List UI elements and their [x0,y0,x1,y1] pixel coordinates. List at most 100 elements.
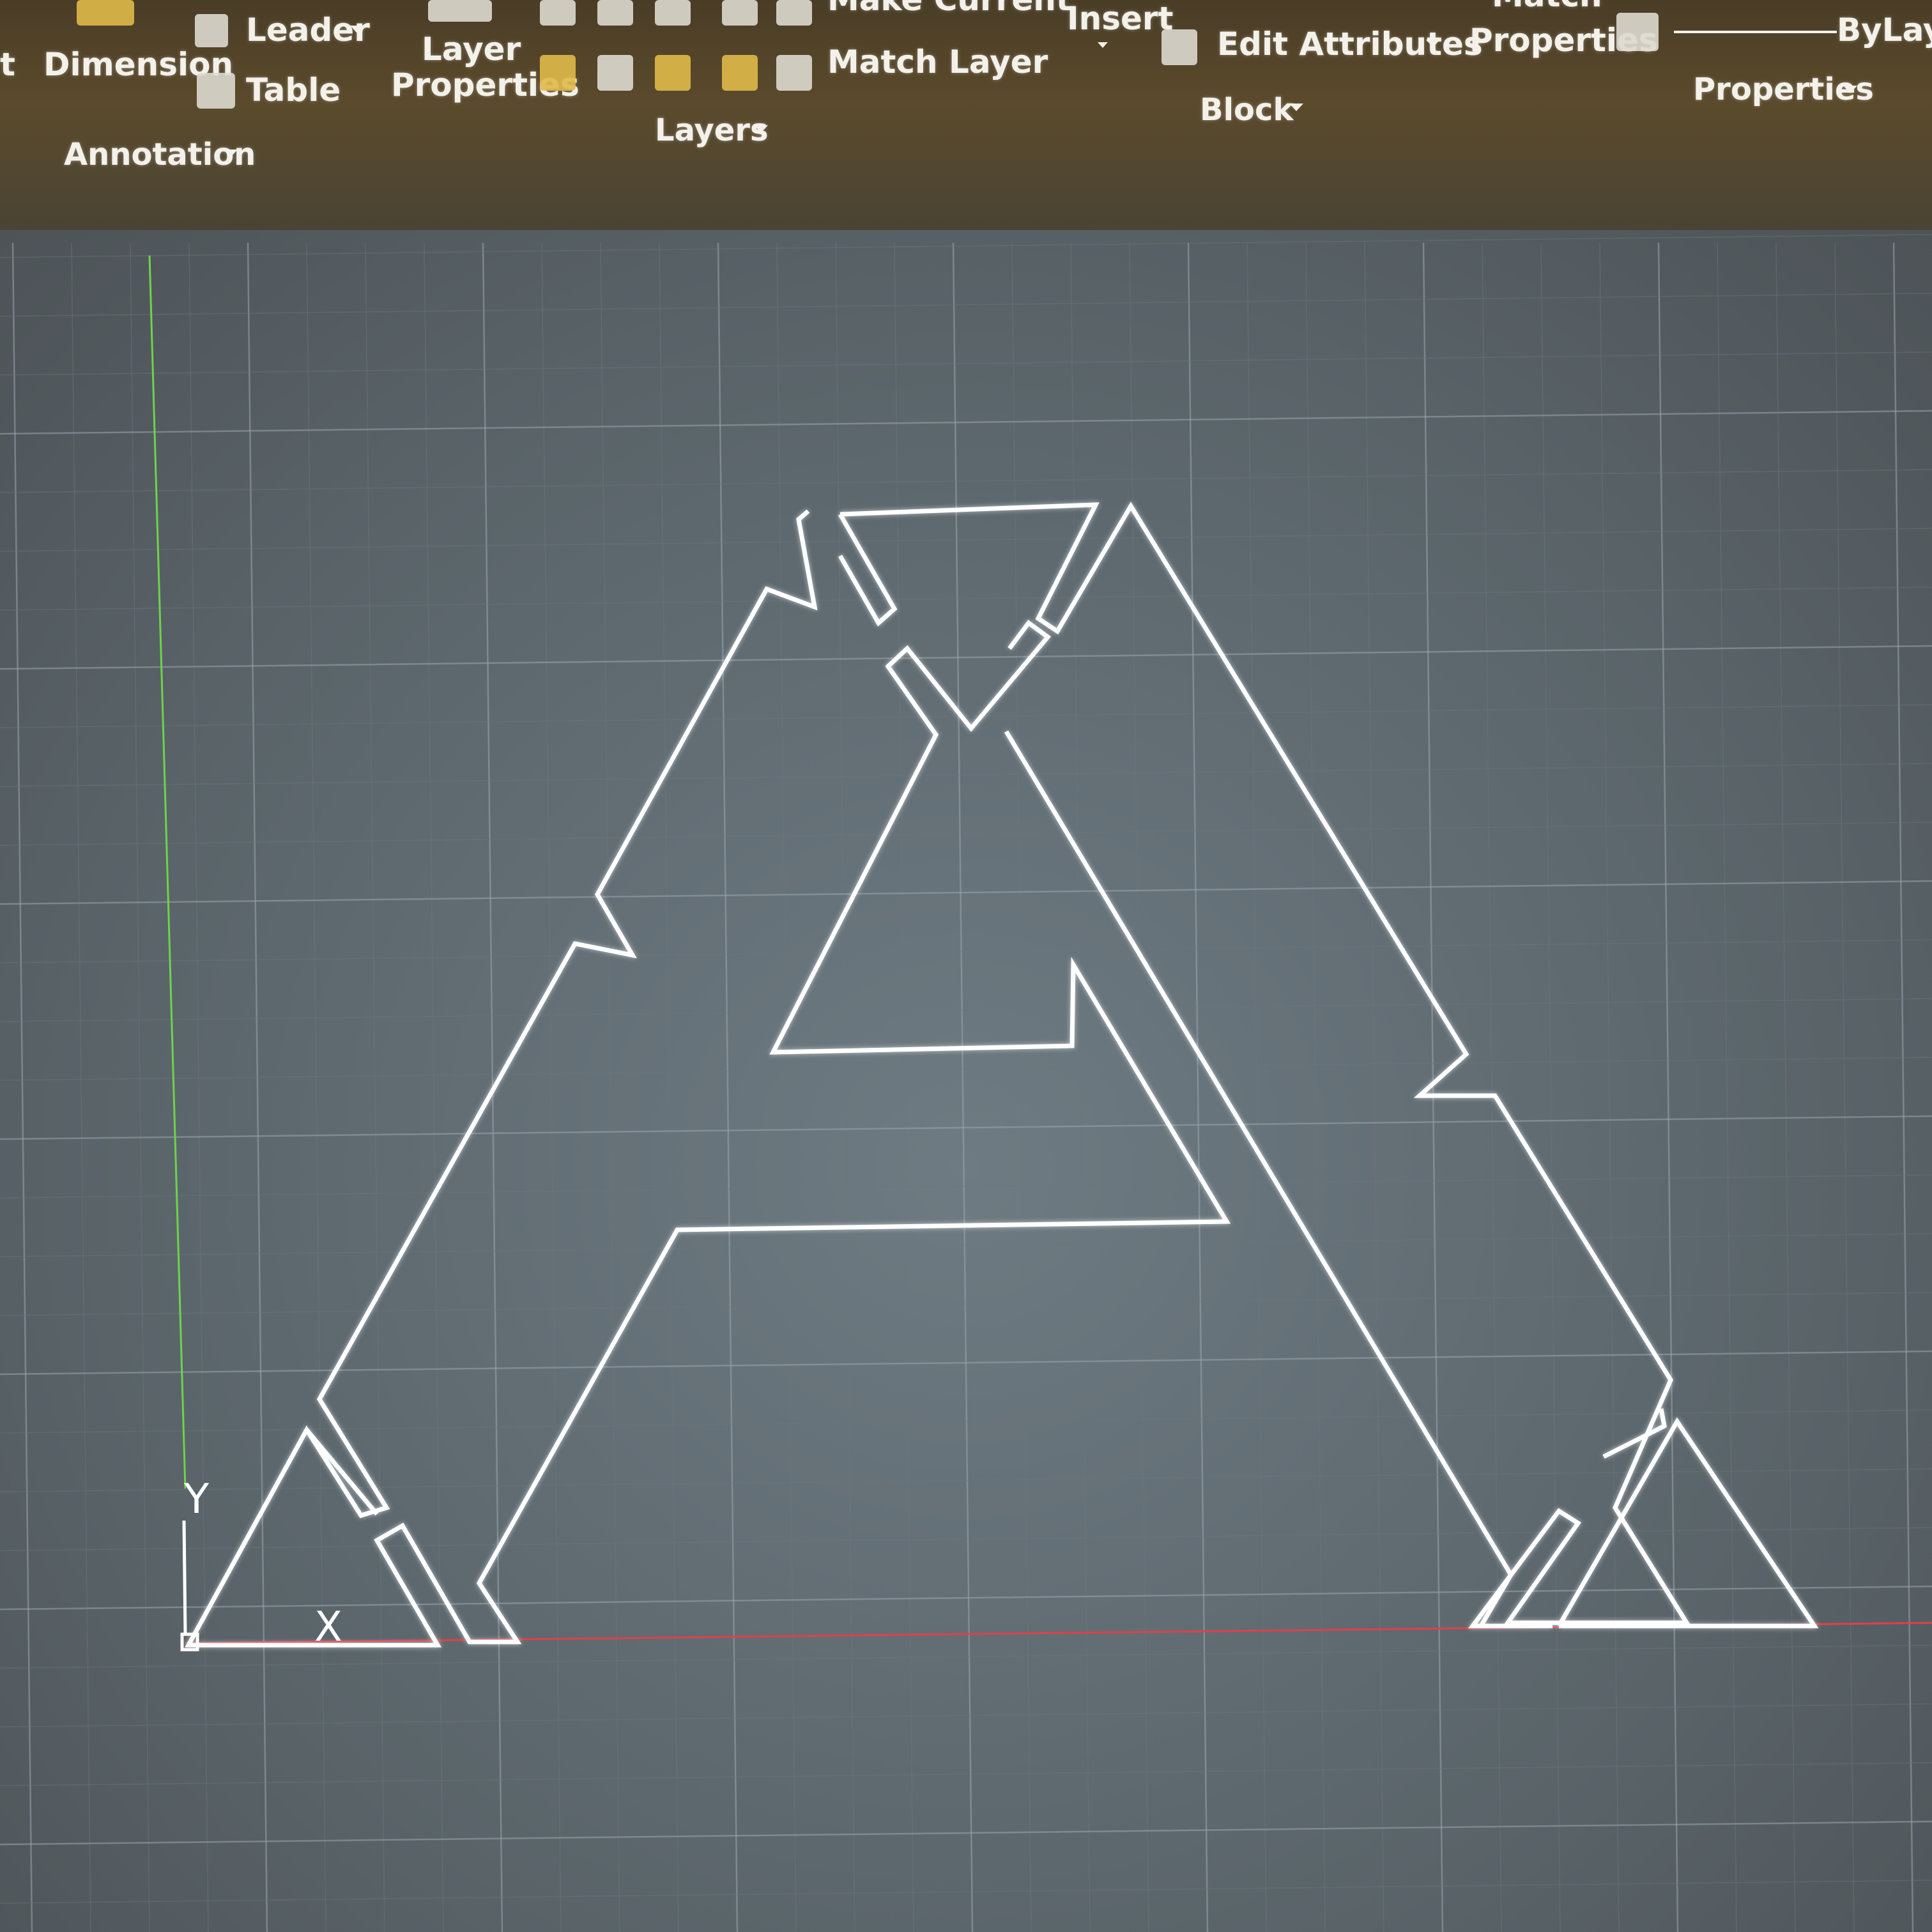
grid-line-vertical [1246,242,1267,1932]
grid-line-vertical [1599,242,1620,1932]
grid-line-horizontal [0,998,1932,1022]
ucs-x-label: X [314,1604,342,1651]
grid-line-vertical [424,242,444,1932]
grid-line-horizontal [0,880,1932,905]
make-current-button[interactable]: Make Current [827,0,1071,18]
layers-dropdown-icon[interactable] [754,125,768,133]
grid-line-horizontal [0,1644,1932,1669]
inner-diagonal [1004,730,1514,1627]
dimension-icon[interactable] [77,0,134,26]
layer-tool-icon-5[interactable] [776,0,812,26]
grid-line-vertical [952,242,974,1932]
ark-logo-geometry [185,502,1819,1648]
grid-line-horizontal [0,1880,1932,1904]
grid-line-horizontal [0,1409,1932,1434]
linetype-icon[interactable] [1616,13,1659,51]
grid-line-vertical [1129,242,1149,1932]
grid-line-horizontal [0,1820,1932,1846]
grid-line-horizontal [0,1115,1932,1140]
ucs-y-label: Y [183,1476,210,1523]
layer-tool-icon-1[interactable] [540,0,576,26]
layer-tool-icon-4[interactable] [722,0,758,26]
ribbon-cut-text: t [0,46,15,83]
grid-line-horizontal [0,704,1932,728]
grid-line-horizontal [0,1468,1932,1492]
ucs-origin-square [180,1632,199,1652]
grid-line-vertical [659,242,679,1932]
properties-dropdown-icon[interactable] [1843,86,1857,93]
block-panel-title[interactable]: Block [1200,92,1294,128]
grid-line-vertical [306,242,326,1932]
grid-line-horizontal [0,1233,1932,1257]
table-button[interactable]: Table [246,72,341,109]
layers-panel-title[interactable]: Layers [655,112,769,148]
layer-tool-icon-2[interactable] [597,0,633,26]
left-slot-lower [305,1428,379,1516]
grid-line-vertical [1892,242,1914,1932]
match-properties-line1[interactable]: Match [1492,0,1602,14]
grid-line-vertical [717,242,739,1932]
edit-attributes-dropdown-icon[interactable] [1426,40,1440,47]
leader-dropdown-icon[interactable] [350,26,364,33]
table-icon[interactable] [197,73,235,109]
ucs-icon [180,1520,199,1652]
grid-line-vertical [1011,242,1032,1932]
grid-line-vertical [1422,242,1444,1932]
grid-line-horizontal [0,1762,1932,1786]
insert-dropdown-icon[interactable] [1098,42,1108,48]
grid-line-vertical [600,242,620,1932]
grid-line-vertical [71,242,91,1932]
right-small-triangle [1556,1417,1819,1629]
grid-line-horizontal [0,1585,1932,1611]
match-layer-button[interactable]: Match Layer [827,43,1048,80]
leader-icon[interactable] [195,14,228,47]
grid-line-vertical [541,242,562,1932]
grid-lines [0,234,1932,1932]
grid-line-horizontal [0,645,1932,670]
grid-line-horizontal [0,1703,1932,1728]
grid-line-horizontal [0,763,1932,787]
drawing-canvas[interactable] [0,230,1932,1932]
grid-line-horizontal [0,1057,1932,1081]
layer-tool-icon-6[interactable] [540,55,576,91]
outer-left-stroke [185,509,1231,1648]
layer-tool-icon-9[interactable] [722,55,758,91]
grid-line-vertical [1834,242,1855,1932]
layer-tool-icon-8[interactable] [655,55,691,91]
ribbon: t Dimension Leader Table Annotation Laye… [0,0,1932,230]
y-axis-line [148,255,187,1489]
grid-line-horizontal [0,1527,1932,1551]
lineweight-preview-line [1674,31,1837,33]
grid-line-vertical [130,242,150,1932]
grid-line-horizontal [0,528,1932,552]
grid-line-vertical [1717,242,1737,1932]
layer-tool-icon-3[interactable] [655,0,691,26]
grid-line-vertical [1657,242,1679,1932]
grid-line-horizontal [0,586,1932,611]
layer-icon[interactable] [428,0,492,22]
grid-line-horizontal [0,234,1932,258]
edit-attributes-icon[interactable] [1162,29,1197,65]
grid-line-horizontal [0,822,1932,846]
leader-button[interactable]: Leader [246,12,370,49]
annotation-dropdown-icon[interactable] [224,150,238,157]
grid-line-vertical [12,242,33,1932]
grid-line-vertical [188,242,209,1932]
grid-line-horizontal [0,469,1932,493]
insert-button[interactable]: Insert [1067,0,1174,37]
bylayer-dropdown[interactable]: ByLaye [1837,12,1932,49]
grid-line-vertical [1364,242,1384,1932]
layer-tool-icon-7[interactable] [597,55,633,91]
layer-tool-icon-10[interactable] [776,55,812,91]
block-dropdown-icon[interactable] [1289,103,1303,111]
grid-line-vertical [247,242,268,1932]
grid-line-horizontal [0,939,1932,963]
grid-line-vertical [1070,242,1091,1932]
layer-properties-line1[interactable]: Layer [422,31,521,68]
grid-line-vertical [1187,242,1209,1932]
grid-line-horizontal [0,1350,1932,1376]
grid-line-vertical [835,242,855,1932]
grid-line-vertical [365,242,385,1932]
top-left-slot [838,513,898,627]
